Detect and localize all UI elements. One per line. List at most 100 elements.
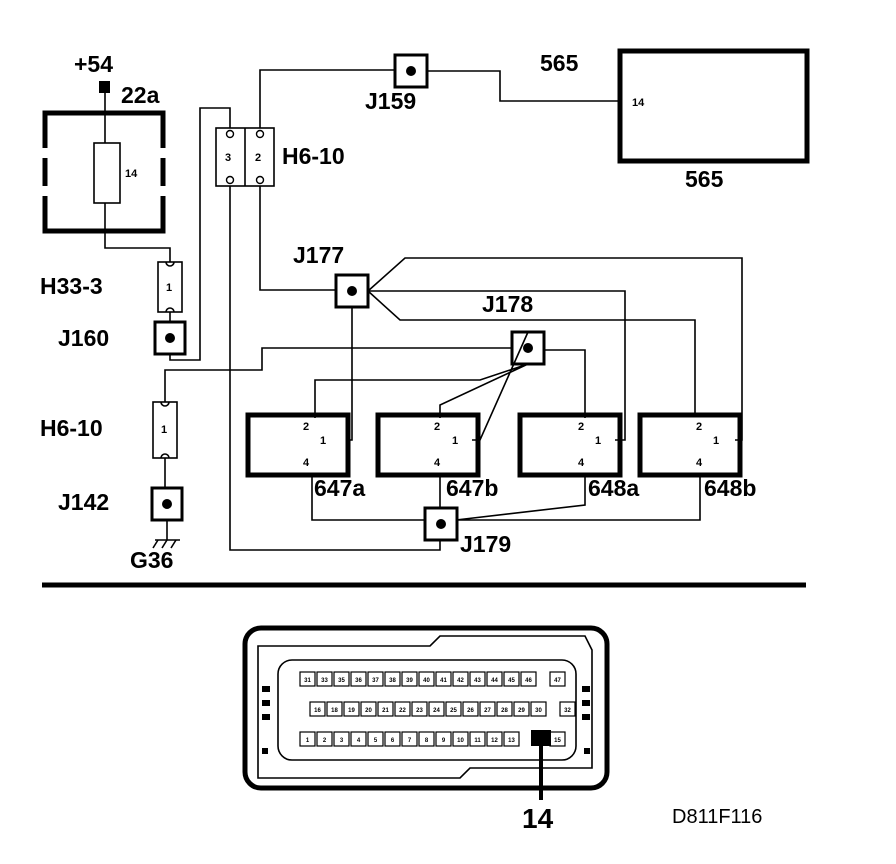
connector-pin — [326, 701, 343, 717]
j179-label: J179 — [460, 531, 511, 557]
wire-h6-j177 — [259, 186, 336, 291]
j142-label: J142 — [58, 489, 109, 515]
wire-j160-h6pin3 — [169, 107, 231, 361]
wire-j159-ecu — [427, 70, 622, 102]
connector-pin-number: 39 — [406, 678, 413, 684]
connector-pin-number: 11 — [474, 738, 481, 744]
ecu-connector — [242, 625, 610, 791]
connector-pin — [435, 731, 452, 747]
inj-647b-pin4: 4 — [434, 457, 441, 469]
connector-pin-number: 22 — [399, 708, 406, 714]
inj-647b-pin1: 1 — [452, 435, 458, 447]
injector-647a — [245, 412, 351, 478]
connector-pin-number: 40 — [423, 678, 430, 684]
inj-648a-label: 648a — [588, 475, 639, 501]
connector-pin — [343, 701, 360, 717]
connector-pin — [309, 701, 326, 717]
inj-648b-label: 648b — [704, 475, 756, 501]
inj-647b-label: 647b — [446, 475, 498, 501]
connector-pin — [360, 701, 377, 717]
connector-pin — [435, 671, 452, 687]
connector-h6-10-lower — [152, 401, 178, 459]
h6-upper-label: H6-10 — [282, 143, 345, 169]
connector-pin — [418, 671, 435, 687]
connector-pin-number: 21 — [382, 708, 389, 714]
connector-pin-number: 28 — [501, 708, 508, 714]
inj-647a-pin4: 4 — [303, 457, 310, 469]
connector-pin-number: 6 — [391, 738, 395, 744]
inj-647b-pin2: 2 — [434, 421, 440, 433]
connector-pin-number: 47 — [554, 678, 561, 684]
connector-pin — [462, 701, 479, 717]
inj-648a-pin4: 4 — [578, 457, 585, 469]
wire-h6pin3-j179 — [229, 186, 441, 551]
connector-pin-number: 23 — [416, 708, 423, 714]
connector-pin — [299, 671, 316, 687]
figure-reference: D811F116 — [672, 806, 762, 828]
inj-648a-pin2: 2 — [578, 421, 584, 433]
connector-pin — [503, 671, 520, 687]
connector-pin — [333, 731, 350, 747]
supply-label: +54 — [74, 51, 113, 77]
h33-pin-label: 1 — [166, 282, 172, 294]
connector-pin-number: 7 — [408, 738, 412, 744]
wire-j177-outputs — [347, 257, 743, 441]
junction-j177 — [334, 273, 370, 309]
h6-lower-label: H6-10 — [40, 415, 103, 441]
connector-pin-number: 44 — [491, 678, 498, 684]
connector-pin — [401, 671, 418, 687]
wire-injectors-j179 — [311, 475, 701, 521]
connector-pin-number: 12 — [491, 738, 498, 744]
wire-supply-fuse — [104, 92, 171, 262]
connector-pin-number: 9 — [442, 738, 446, 744]
injector-648a — [517, 412, 623, 478]
connector-pin-number: 4 — [357, 738, 361, 744]
connector-pin-number: 13 — [508, 738, 515, 744]
connector-pin-number: 45 — [508, 678, 515, 684]
connector-pin — [530, 701, 547, 717]
connector-pin — [418, 731, 435, 747]
inj-647a-pin2: 2 — [303, 421, 309, 433]
connector-pin — [486, 731, 503, 747]
connector-pin — [367, 731, 384, 747]
connector-h6-10-upper — [215, 127, 275, 187]
connector-pin-number: 25 — [450, 708, 457, 714]
connector-pin-number: 38 — [389, 678, 396, 684]
fuse-id-label: 22a — [121, 82, 160, 108]
connector-pin — [350, 671, 367, 687]
connector-pin-number: 33 — [321, 678, 328, 684]
connector-pin-number: 30 — [535, 708, 542, 714]
connector-pin — [486, 671, 503, 687]
connector-pin-number: 10 — [457, 738, 464, 744]
connector-pin-number: 19 — [348, 708, 355, 714]
connector-pin-number: 18 — [331, 708, 338, 714]
connector-pin — [384, 731, 401, 747]
connector-pin-number: 20 — [365, 708, 372, 714]
connector-pin-number: 46 — [525, 678, 532, 684]
ecu-top-label: 565 — [540, 50, 579, 76]
connector-pin-number: 41 — [440, 678, 447, 684]
junction-j179 — [423, 506, 459, 542]
j178-label: J178 — [482, 291, 533, 317]
supply-terminal — [99, 81, 110, 93]
highlighted-pin-14 — [531, 730, 551, 746]
j160-label: J160 — [58, 325, 109, 351]
h33-label: H33-3 — [40, 273, 103, 299]
inj-648b-pin4: 4 — [696, 457, 703, 469]
inj-648a-pin1: 1 — [595, 435, 601, 447]
connector-pin-number: 36 — [355, 678, 362, 684]
junction-j142 — [150, 486, 184, 522]
connector-pin-number: 31 — [304, 678, 311, 684]
connector-pin — [367, 671, 384, 687]
j177-label: J177 — [293, 242, 344, 268]
inj-648b-pin1: 1 — [713, 435, 719, 447]
ecu-565 — [617, 48, 810, 164]
ecu-pin-label: 14 — [632, 97, 645, 109]
connector-pin — [452, 671, 469, 687]
connector-pin — [394, 701, 411, 717]
connector-pin-number: 37 — [372, 678, 379, 684]
connector-pin-number: 43 — [474, 678, 481, 684]
h6-lower-pin-label: 1 — [161, 424, 167, 436]
